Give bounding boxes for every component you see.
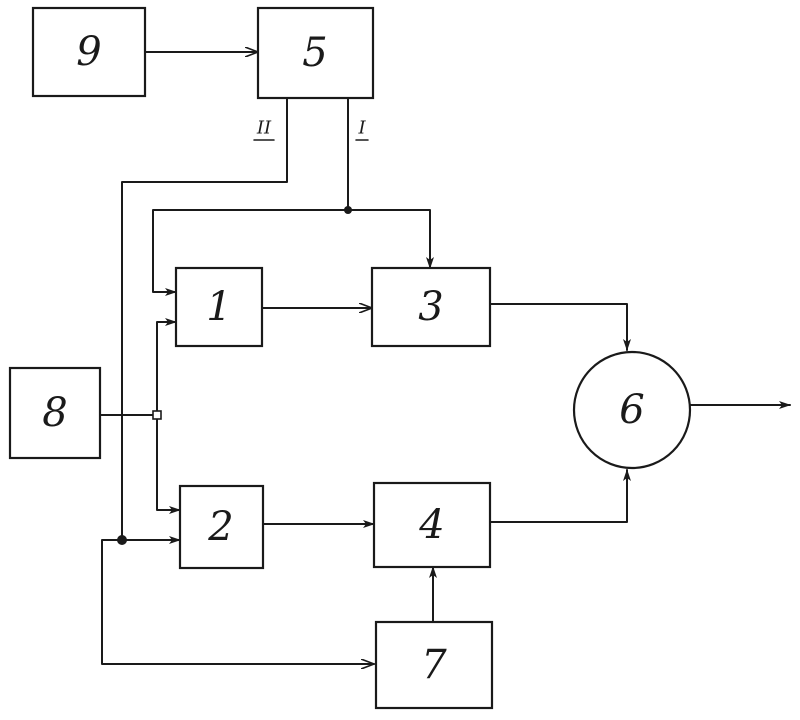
wire-8-to-2 xyxy=(157,415,180,510)
junction-node-8 xyxy=(153,411,161,419)
block-7-label: 7 xyxy=(421,642,447,688)
block-3-label: 3 xyxy=(418,284,443,330)
connections xyxy=(100,52,790,664)
block-8: 8 xyxy=(10,368,100,458)
wire-8-to-1 xyxy=(157,322,176,415)
block-5: 5 xyxy=(258,8,373,98)
wire-bus-to-3 xyxy=(348,210,430,268)
channel-i-text: I xyxy=(357,118,366,139)
channel-label-ii: II xyxy=(254,118,274,141)
block-6-label: 6 xyxy=(619,387,644,433)
block-8-label: 8 xyxy=(42,390,67,436)
block-3: 3 xyxy=(372,268,490,346)
junction-dot-channel-ii xyxy=(117,535,127,545)
block-5-label: 5 xyxy=(302,30,327,76)
junction-dot-channel-i xyxy=(344,206,352,214)
channel-ii-text: II xyxy=(256,118,272,139)
channel-label-i: I xyxy=(356,118,368,141)
block-1-label: 1 xyxy=(206,284,231,330)
block-4: 4 xyxy=(374,483,490,567)
block-2-label: 2 xyxy=(207,504,233,550)
block-1: 1 xyxy=(176,268,262,346)
block-9: 9 xyxy=(33,8,145,96)
block-6: 6 xyxy=(574,352,690,468)
wire-4-to-6 xyxy=(490,470,627,522)
block-7: 7 xyxy=(376,622,492,708)
block-4-label: 4 xyxy=(418,502,444,548)
block-9-label: 9 xyxy=(76,29,101,75)
wire-3-to-6 xyxy=(490,304,627,350)
block-2: 2 xyxy=(180,486,263,568)
